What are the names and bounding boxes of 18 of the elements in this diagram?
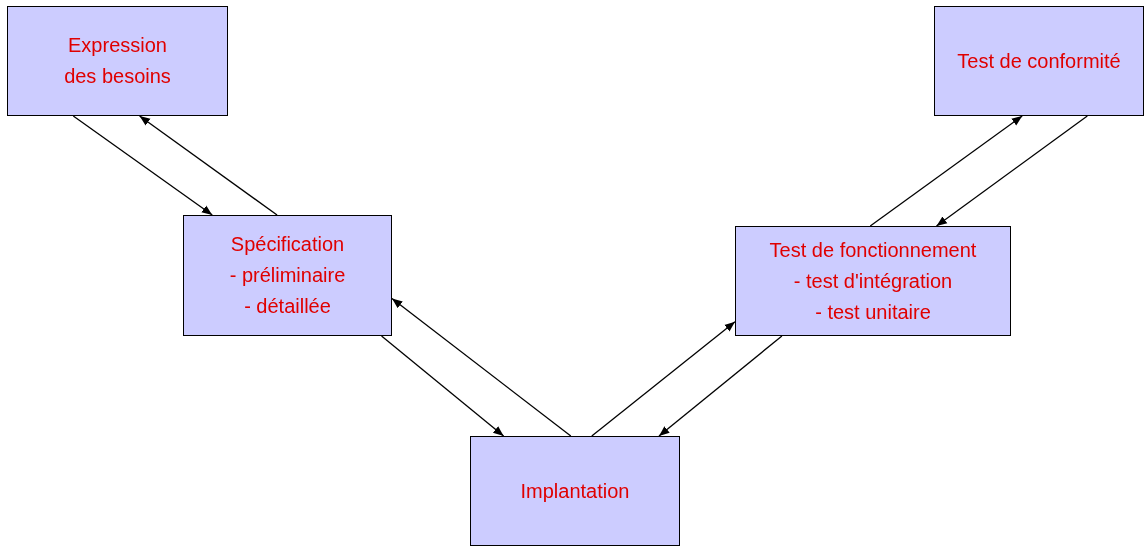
process-box bbox=[735, 226, 1011, 336]
box-label: Test de fonctionnement - test d'intégration - test unitaire bbox=[769, 237, 977, 325]
process-box bbox=[470, 436, 680, 546]
arrow bbox=[138, 115, 278, 216]
arrow bbox=[72, 115, 213, 216]
arrow bbox=[391, 297, 572, 437]
process-box bbox=[7, 6, 228, 116]
arrow bbox=[935, 115, 1088, 227]
arrow bbox=[869, 115, 1023, 227]
arrow bbox=[591, 321, 736, 437]
box-label: Implantation bbox=[520, 478, 630, 504]
arrow bbox=[380, 335, 505, 437]
process-box bbox=[934, 6, 1144, 116]
box-label: Expression des besoins bbox=[63, 33, 172, 89]
box-label: Test de conformité bbox=[957, 48, 1121, 74]
box-label: Spécification - préliminaire - détaillée bbox=[229, 232, 346, 319]
arrow bbox=[658, 335, 783, 437]
process-box bbox=[183, 215, 392, 336]
